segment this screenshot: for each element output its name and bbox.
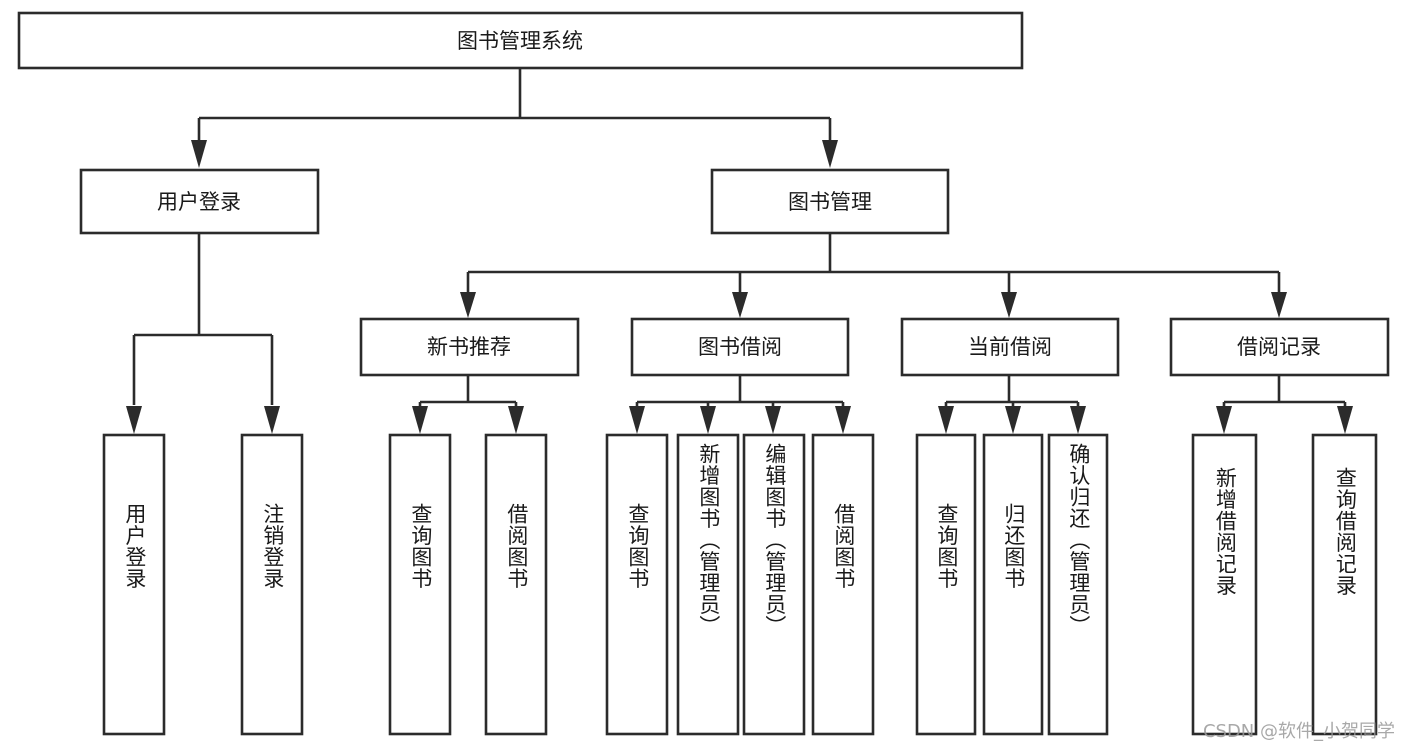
arrowhead-nb-leaf-2 — [508, 406, 524, 434]
label-user-login: 用户登录 — [157, 190, 241, 214]
leaf-nb-borrow-book[interactable] — [484, 433, 548, 736]
leaf-bb-add-book-admin[interactable] — [676, 433, 740, 736]
leaf-cb-return-book[interactable] — [982, 433, 1044, 736]
arrowhead-br-leaf-1 — [1216, 406, 1232, 434]
arrowhead-bb-leaf-3 — [765, 406, 781, 434]
leaf-cb-confirm-return-admin[interactable] — [1047, 433, 1109, 736]
arrowhead-bb-leaf-2 — [700, 406, 716, 434]
arrowhead-current-borrow — [1001, 292, 1017, 318]
node-current-borrow[interactable] — [900, 317, 1120, 377]
arrowhead-bb-leaf-1 — [629, 406, 645, 434]
horizontal-labels-group: 图书管理系统 用户登录 图书管理 新书推荐 图书借阅 当前借阅 借阅记录 — [157, 29, 1321, 359]
label-book-borrow: 图书借阅 — [698, 335, 782, 359]
label-book-management: 图书管理 — [788, 190, 872, 214]
leaf-user-login-query[interactable] — [102, 433, 166, 736]
node-user-login[interactable] — [79, 168, 320, 235]
label-new-book-recommend: 新书推荐 — [427, 335, 511, 359]
arrowhead-leaf-logout — [264, 406, 280, 434]
arrowhead-cb-leaf-1 — [938, 406, 954, 434]
arrowhead-cb-leaf-3 — [1070, 406, 1086, 434]
arrowhead-borrow-record — [1271, 292, 1287, 318]
leaf-br-query-record[interactable] — [1311, 433, 1378, 736]
leaf-user-logout[interactable] — [240, 433, 304, 736]
arrowhead-book-mgmt — [822, 140, 838, 168]
leaf-bb-borrow-book[interactable] — [811, 433, 875, 736]
arrowhead-bb-leaf-4 — [835, 406, 851, 434]
node-book-management[interactable] — [710, 168, 950, 235]
arrowhead-br-leaf-2 — [1337, 406, 1353, 434]
arrowhead-new-book — [460, 292, 476, 318]
leaf-bb-edit-book-admin[interactable] — [742, 433, 806, 736]
arrowhead-user-login — [191, 140, 207, 168]
node-root-book-management-system[interactable] — [17, 11, 1024, 70]
label-current-borrow: 当前借阅 — [968, 335, 1052, 359]
arrowhead-nb-leaf-1 — [412, 406, 428, 434]
leaf-cb-query-book[interactable] — [915, 433, 977, 736]
label-borrow-record: 借阅记录 — [1237, 335, 1321, 359]
leaf-bb-query-book[interactable] — [605, 433, 669, 736]
arrowhead-cb-leaf-2 — [1005, 406, 1021, 434]
node-book-borrow[interactable] — [630, 317, 850, 377]
arrowhead-leaf-user-login — [126, 406, 142, 434]
label-root: 图书管理系统 — [457, 29, 583, 53]
leaf-br-add-record[interactable] — [1191, 433, 1258, 736]
leaf-nb-query-book[interactable] — [388, 433, 452, 736]
arrowhead-book-borrow — [732, 292, 748, 318]
boxes-group — [17, 11, 1390, 736]
arrowheads-group — [126, 140, 1353, 434]
node-new-book-recommend[interactable] — [359, 317, 580, 377]
node-borrow-record[interactable] — [1169, 317, 1390, 377]
